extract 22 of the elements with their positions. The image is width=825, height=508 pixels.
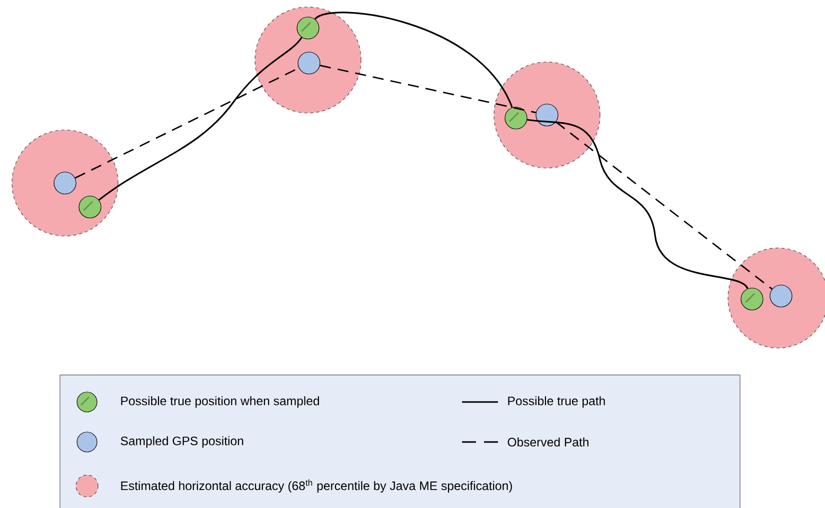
legend-text: Possible true position when sampled — [121, 396, 319, 408]
sampled-position-dot — [536, 104, 558, 126]
accuracy-circle — [12, 130, 118, 236]
legend-text: Observed Path — [508, 437, 588, 447]
true-path-line — [314, 12, 513, 108]
true-position-dot — [504, 106, 528, 130]
true-position-dot — [296, 16, 320, 40]
true-position-dot — [740, 288, 764, 310]
observed-path-line — [320, 64, 536, 114]
true-position-dot — [78, 196, 102, 218]
sampled-position-dot — [770, 284, 792, 308]
sampled-position-dot — [54, 172, 76, 194]
legend-text: Estimated horizontal accuracy (68$^{th}$ percentile by Java ME specification) — [121, 479, 512, 493]
legend-text: Possible true path — [508, 396, 605, 408]
sampled-position-dot — [298, 52, 320, 74]
accuracy-circle — [254, 6, 362, 114]
accuracy-circle — [494, 62, 600, 168]
legend-text: Sampled GPS position — [120, 436, 244, 448]
observed-path-line — [556, 121, 772, 290]
accuracy-circle — [728, 248, 825, 348]
true-path-line — [527, 118, 748, 290]
true-path-line — [98, 36, 302, 201]
